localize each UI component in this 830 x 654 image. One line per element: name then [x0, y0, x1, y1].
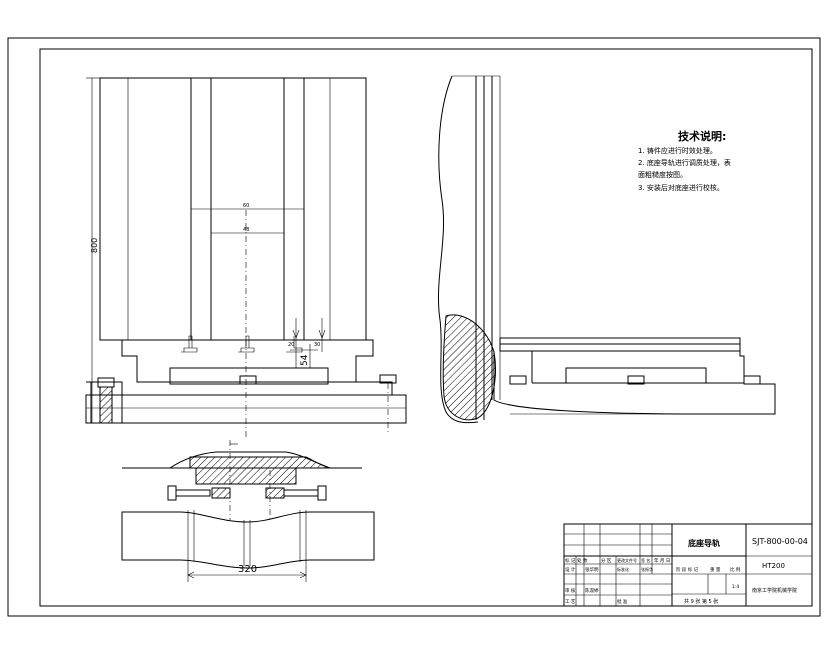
review-name: 陈淑婷: [585, 587, 599, 594]
part-name: 底座导轨: [687, 538, 720, 548]
dim-small-3: 30: [314, 342, 320, 348]
notes-line-2: 2. 底座导轨进行调质处理，表: [638, 158, 731, 167]
drawing-border: [7, 37, 821, 617]
designer-name: 张华明: [585, 566, 599, 573]
row-label-count: 处 数: [577, 557, 588, 564]
sheets-count: 共 9 张 第 5 张: [684, 598, 718, 605]
scale-value: 1:4: [732, 584, 739, 590]
school-name: 南京工学院机械学院: [752, 587, 797, 594]
row-label-sign: 签 名: [641, 557, 650, 563]
row-label-change: 更改文件号: [617, 557, 637, 563]
drawing-number: SJT-800-00-04: [752, 537, 808, 546]
stage-label: 阶 段 标 记: [676, 566, 699, 573]
row-label-zone: 分 区: [601, 557, 612, 564]
dim-top-1: 60: [243, 203, 249, 209]
row-label-mark: 标 记: [565, 557, 576, 564]
row-label-date: 年 月 日: [654, 557, 670, 564]
dim-top-2: 48: [243, 227, 249, 233]
side-view: [437, 75, 776, 424]
weight-label: 重 量: [710, 566, 721, 573]
standard-label: 标准化: [617, 566, 629, 572]
notes-line-3: 面粗糙度按图。: [638, 170, 687, 179]
notes-line-4: 3. 安装后对底座进行校核。: [638, 183, 724, 192]
design-label: 设 计: [565, 566, 576, 573]
dim-small-2: 20: [288, 342, 294, 348]
dim-54: 54: [300, 354, 310, 366]
review-label: 审 核: [565, 587, 576, 594]
material: HT200: [762, 562, 785, 570]
front-view: [85, 77, 407, 440]
approve-label: 批 准: [617, 598, 628, 605]
process-label: 工 艺: [565, 599, 576, 605]
dim-800: 800: [90, 238, 99, 253]
notes-title: 技术说明:: [678, 129, 726, 143]
notes-line-1: 1. 铸件应进行时效处理。: [638, 146, 717, 155]
dim-320: 320: [238, 564, 257, 575]
title-block: [563, 523, 813, 607]
technical-notes: 技术说明: 1. 铸件应进行时效处理。 2. 底座导轨进行调质处理，表 面粗糙度…: [638, 129, 731, 192]
scale-label: 比 例: [730, 566, 741, 573]
standard-name: 张振华: [641, 566, 653, 572]
section-view: [121, 440, 375, 582]
